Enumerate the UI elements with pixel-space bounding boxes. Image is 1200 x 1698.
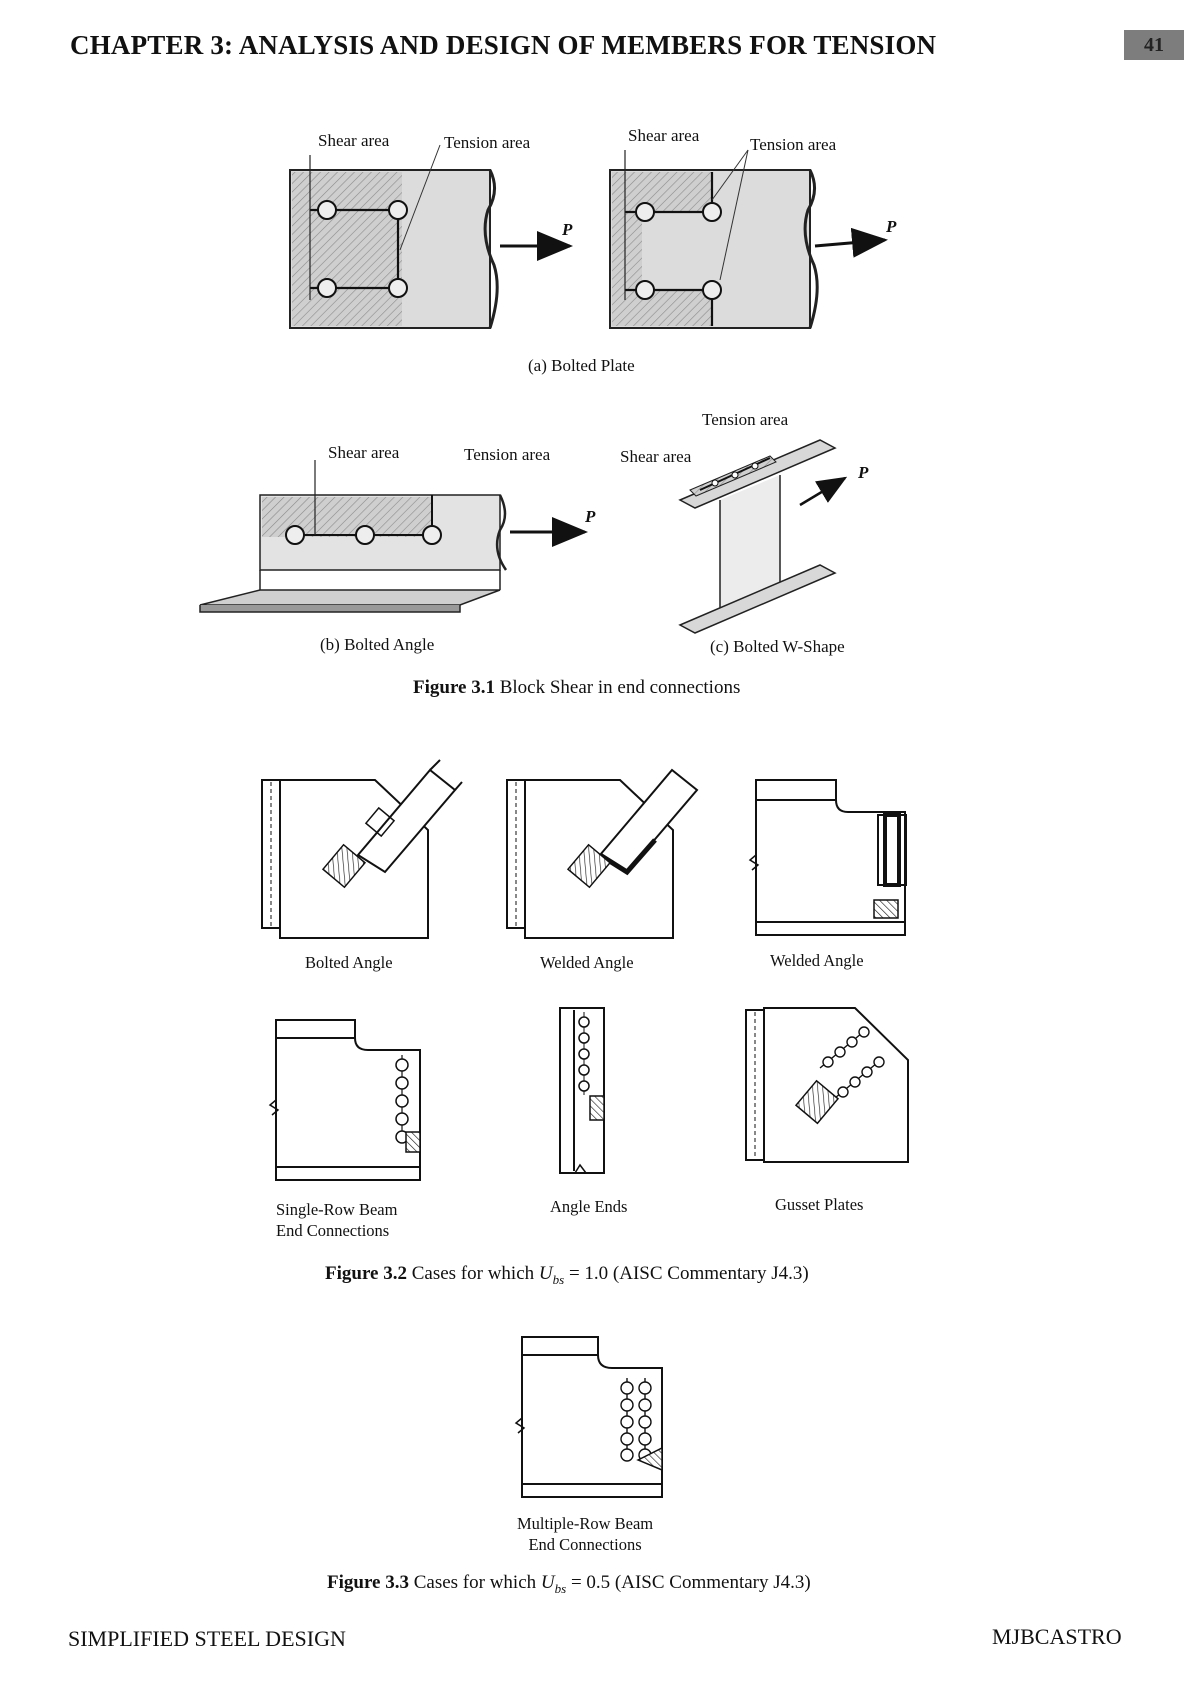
panel-label-angle-ends: Angle Ends xyxy=(550,1197,628,1216)
chapter-title: CHAPTER 3: ANALYSIS AND DESIGN OF MEMBER… xyxy=(70,30,937,60)
figure-3-3-text-pre: Cases for which xyxy=(413,1572,541,1593)
tension-area-label-c: Tension area xyxy=(702,410,789,429)
page-number: 41 xyxy=(1124,30,1184,60)
panel-label-single-row-line2: End Connections xyxy=(276,1221,390,1241)
tension-area-label-a1: Tension area xyxy=(444,133,531,152)
sub-caption-a: (a) Bolted Plate xyxy=(528,356,635,375)
bolted-angle-drawing xyxy=(199,460,588,613)
sub-caption-b: (b) Bolted Angle xyxy=(320,635,435,654)
panel-label-welded-angle-2: Welded Angle xyxy=(770,951,864,970)
footer-author: MJBCASTRO xyxy=(992,1624,1122,1649)
panel-label-multiple-row-line1: Multiple-Row Beam xyxy=(517,1514,654,1533)
figure-3-3-var: U xyxy=(540,1572,555,1593)
panel-label-welded-angle-1: Welded Angle xyxy=(540,953,634,972)
figure-3-3-number: Figure 3.3 xyxy=(327,1572,409,1593)
figure-3-3-caption: Figure 3.3 Cases for which Ubs = 0.5 (AI… xyxy=(327,1572,811,1597)
bolted-plate-left-drawing xyxy=(289,144,573,329)
figure-3-1-caption: Figure 3.1 Block Shear in end connection… xyxy=(413,677,740,699)
figure-3-2-sub: bs xyxy=(552,1271,565,1287)
panel-label-single-row-line1: Single-Row Beam xyxy=(276,1200,398,1219)
figure-3-3-text-post: = 0.5 (AISC Commentary J4.3) xyxy=(566,1572,811,1593)
load-label-c: P xyxy=(858,463,869,482)
load-label-a2: P xyxy=(886,217,897,236)
bolted-plate-right-drawing xyxy=(609,149,888,329)
panel-label-multiple-row-beam: Multiple-Row Beam End Connections xyxy=(517,1513,653,1556)
panel-label-single-row-beam: Single-Row Beam End Connections xyxy=(276,1199,397,1242)
fig32-welded-angle-drawing-2 xyxy=(748,779,907,936)
tension-area-label-b: Tension area xyxy=(464,445,551,464)
fig33-multiple-row-beam-drawing xyxy=(514,1336,663,1498)
figure-3-2-caption: Figure 3.2 Cases for which Ubs = 1.0 (AI… xyxy=(325,1263,809,1288)
shear-area-label-c: Shear area xyxy=(620,447,692,466)
bolted-w-shape-drawing xyxy=(678,439,848,634)
sub-caption-c: (c) Bolted W-Shape xyxy=(710,637,845,656)
figure-3-2-var: U xyxy=(538,1263,553,1284)
panel-label-multiple-row-line2: End Connections xyxy=(528,1535,642,1555)
figure-3-1-text: Block Shear in end connections xyxy=(499,677,741,698)
figure-3-3-sub: bs xyxy=(554,1580,567,1596)
tension-area-label-a2: Tension area xyxy=(750,135,837,154)
load-label-a1: P xyxy=(562,220,573,239)
figure-3-2-text-post: = 1.0 (AISC Commentary J4.3) xyxy=(564,1263,809,1284)
load-label-b: P xyxy=(585,507,596,526)
panel-label-bolted-angle: Bolted Angle xyxy=(305,953,393,972)
fig32-angle-ends-drawing xyxy=(559,1007,605,1174)
figure-3-2-text-pre: Cases for which xyxy=(411,1263,539,1284)
fig32-single-row-beam-drawing xyxy=(268,1019,421,1181)
figure-3-2-number: Figure 3.2 xyxy=(325,1263,407,1284)
fig32-gusset-plates-drawing xyxy=(745,1007,909,1163)
fig32-bolted-angle-drawing xyxy=(261,759,463,939)
footer-book-title: SIMPLIFIED STEEL DESIGN xyxy=(68,1626,346,1651)
shear-area-label-a2: Shear area xyxy=(628,126,700,145)
fig32-welded-angle-drawing-1 xyxy=(506,768,699,939)
panel-label-gusset-plates: Gusset Plates xyxy=(775,1195,864,1214)
figure-3-1-number: Figure 3.1 xyxy=(413,677,495,698)
shear-area-label-b: Shear area xyxy=(328,443,400,462)
shear-area-label-a1: Shear area xyxy=(318,131,390,150)
